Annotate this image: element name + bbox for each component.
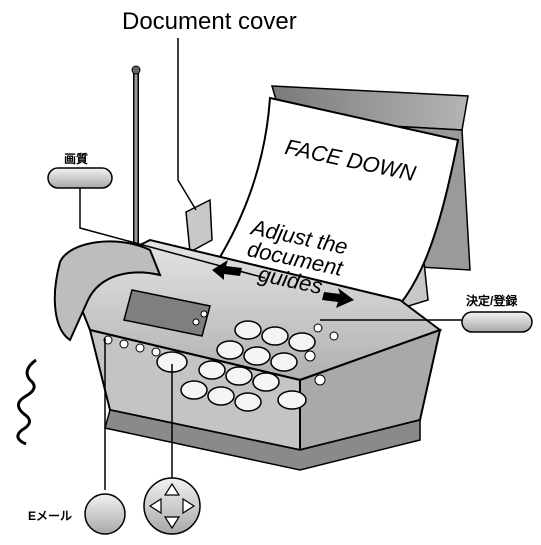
email-button[interactable] (85, 494, 125, 534)
quality-button-label: 画質 (64, 150, 88, 167)
document-cover-label: Document cover (122, 8, 297, 36)
quality-button[interactable] (48, 168, 112, 188)
set-register-button-label: 決定/登録 (466, 292, 517, 309)
navigator-pad-icon[interactable] (144, 478, 200, 534)
email-button-label: Eメール (28, 507, 72, 524)
document-guide-left[interactable] (186, 200, 212, 252)
set-register-button[interactable] (462, 312, 532, 332)
handset-cord (18, 360, 36, 444)
antenna (132, 66, 140, 250)
start-button[interactable] (278, 391, 306, 409)
